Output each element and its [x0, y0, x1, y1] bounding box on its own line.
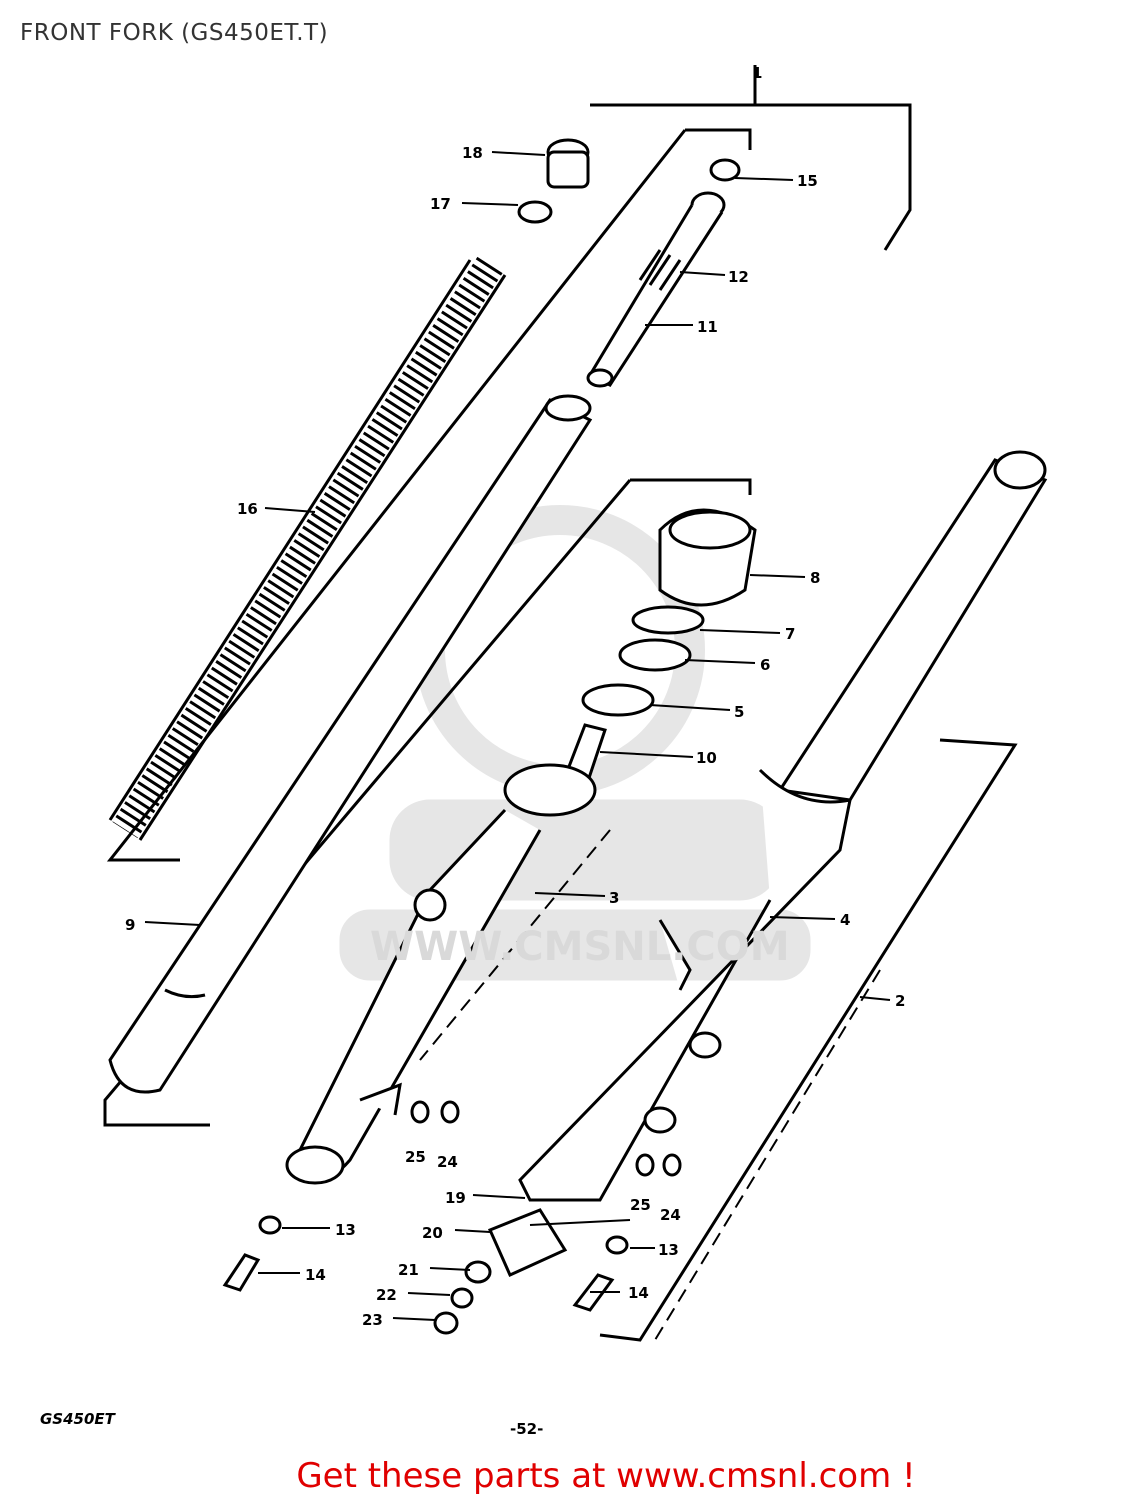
exploded-parts-diagram: 1 18 17 15 12 11 16 8 7 6 5 10 3 4 9 2 2…	[103, 64, 1048, 1342]
damper-rod-part	[586, 158, 741, 388]
label-part: 24	[437, 1153, 458, 1171]
label-part: 5	[734, 703, 744, 721]
label-part: 14	[305, 1266, 326, 1284]
label-part: 24	[660, 1206, 681, 1224]
bracket-outer-tube	[599, 738, 1018, 1342]
label-part: 8	[810, 569, 820, 587]
bracket-main	[590, 65, 912, 251]
outer-tube-right-part	[518, 450, 1048, 1202]
part-labels: 1 18 17 15 12 11 16 8 7 6 5 10 3 4 9 2 2…	[125, 64, 905, 1329]
label-part: 25	[405, 1148, 426, 1166]
label-part: 2	[895, 992, 905, 1010]
hardware-parts	[222, 1100, 682, 1335]
label-part: 14	[628, 1284, 649, 1302]
label-part: 19	[445, 1189, 466, 1207]
label-part: 25	[630, 1196, 651, 1214]
bracket-damper	[103, 478, 752, 1127]
label-part: 7	[785, 625, 795, 643]
label-part: 6	[760, 656, 770, 674]
label-part: 23	[362, 1311, 383, 1329]
label-part: 4	[840, 911, 850, 929]
cta-link[interactable]: Get these parts at www.cmsnl.com !	[0, 1456, 1142, 1496]
cta-text[interactable]: Get these parts at www.cmsnl.com !	[296, 1456, 916, 1496]
label-part: 22	[376, 1286, 397, 1304]
bracket-inner-upper	[106, 128, 752, 862]
label-part: 3	[609, 889, 619, 907]
page-number: -52-	[510, 1420, 544, 1438]
label-part: 17	[430, 195, 451, 213]
label-part: 21	[398, 1261, 419, 1279]
model-code: GS450ET	[40, 1410, 115, 1428]
label-part: 16	[237, 500, 258, 518]
seal-parts	[581, 508, 757, 717]
page-title: FRONT FORK (GS450ET.T)	[20, 20, 329, 46]
fork-spring-part	[108, 256, 507, 841]
label-part: 11	[697, 318, 718, 336]
label-part: 1	[752, 64, 762, 82]
label-part: 9	[125, 916, 135, 934]
fork-cap-bolt-part	[517, 138, 590, 224]
label-part: 12	[728, 268, 749, 286]
label-part: 15	[797, 172, 818, 190]
inner-tube-part	[108, 394, 593, 1094]
label-part: 20	[422, 1224, 443, 1242]
label-part: 13	[658, 1241, 679, 1259]
label-part: 18	[462, 144, 483, 162]
outer-tube-left-part	[285, 723, 607, 1185]
watermark-text: WWW.CMSNL.COM	[370, 924, 790, 970]
label-part: 13	[335, 1221, 356, 1239]
label-part: 10	[696, 749, 717, 767]
